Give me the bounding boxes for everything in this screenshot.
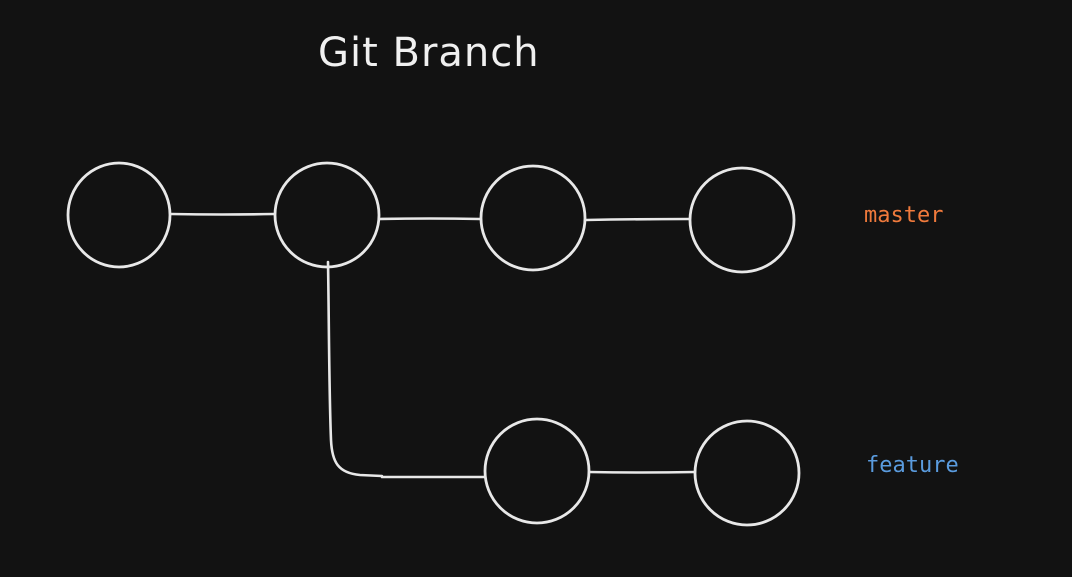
branch-label-master: master xyxy=(864,203,943,228)
edge-feature-1-2 xyxy=(587,470,697,474)
commit-master-1 xyxy=(66,161,172,269)
edge-master-1-2 xyxy=(169,212,276,216)
commit-feature-2 xyxy=(693,419,801,527)
edge-master-3-4 xyxy=(584,217,691,222)
commit-master-4 xyxy=(688,166,796,274)
diagram-title: Git Branch xyxy=(318,30,540,76)
branch-label-feature: feature xyxy=(866,453,959,478)
edge-branch-to-feature xyxy=(326,260,487,479)
commit-master-3 xyxy=(479,164,587,272)
commit-master-2 xyxy=(273,161,381,269)
commit-feature-1 xyxy=(483,417,591,525)
edge-master-2-3 xyxy=(378,217,482,221)
